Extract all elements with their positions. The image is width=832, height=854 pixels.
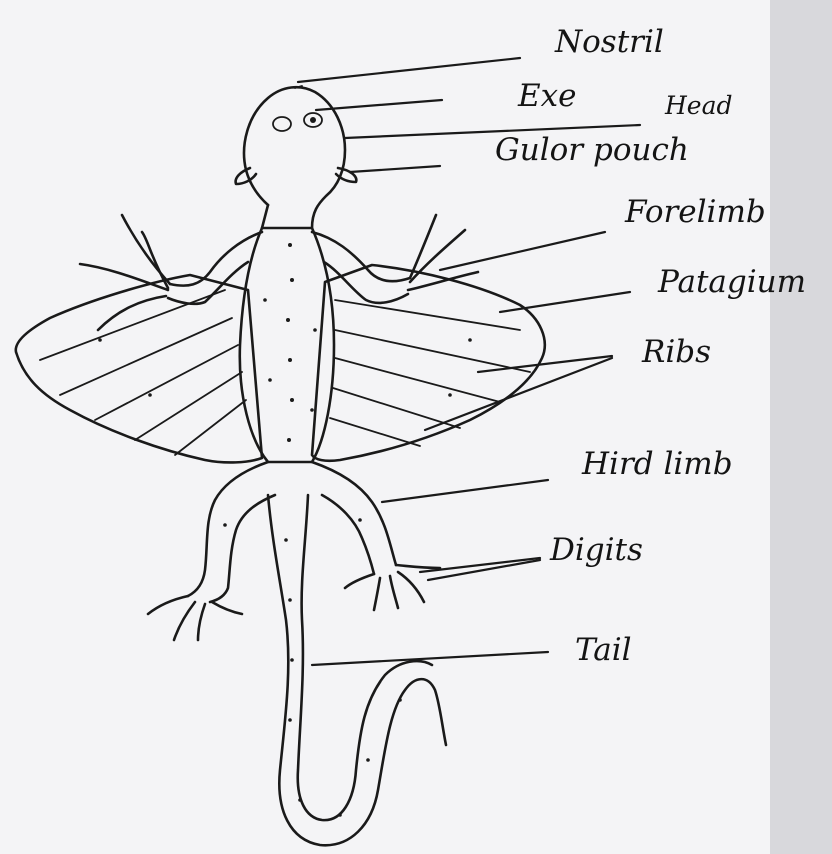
- leader-patagium: [500, 292, 630, 312]
- label-gular-pouch: Gulor pouch: [495, 132, 689, 168]
- left-forelimb: [80, 215, 262, 330]
- leader-nostril: [298, 58, 520, 82]
- leader-eye: [316, 100, 442, 110]
- label-eye: Exe: [517, 78, 576, 114]
- label-tail: Tail: [575, 632, 632, 668]
- label-head: Head: [664, 91, 733, 120]
- left-gular-flap: [236, 168, 256, 184]
- tail: [268, 495, 446, 845]
- label-forelimb: Forelimb: [624, 194, 766, 230]
- right-forelimb: [312, 215, 478, 303]
- label-patagium: Patagium: [657, 264, 806, 300]
- right-hindlimb: [312, 462, 440, 610]
- right-patagium: [312, 265, 545, 461]
- left-eye: [273, 117, 291, 131]
- leader-forelimb: [440, 232, 605, 270]
- label-digits: Digits: [549, 532, 643, 568]
- label-ribs: Ribs: [641, 334, 711, 370]
- leader-ribs-1: [478, 356, 612, 372]
- label-hind-limb: Hird limb: [581, 446, 733, 482]
- leader-gular-pouch: [350, 166, 440, 172]
- labels: Nostril Exe Head Gulor pouch Forelimb Pa…: [495, 24, 806, 668]
- page-shadow: [770, 0, 832, 854]
- leader-hind-limb: [382, 480, 548, 502]
- label-nostril: Nostril: [554, 24, 664, 60]
- left-hindlimb: [148, 462, 275, 640]
